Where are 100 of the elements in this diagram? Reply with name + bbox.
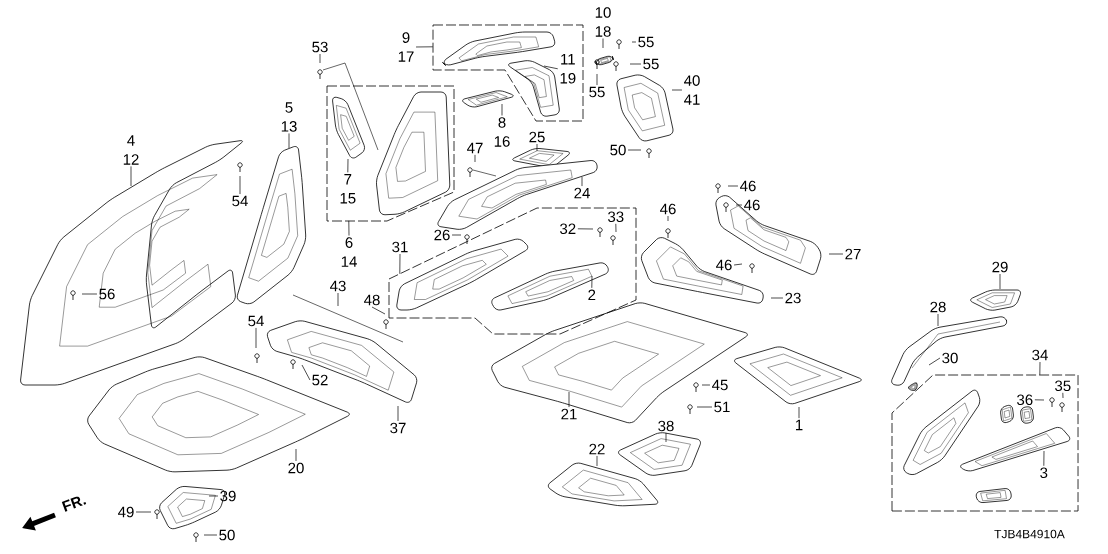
callout-number: 31 (392, 241, 408, 253)
callout-number: 36 (1017, 394, 1033, 406)
leader-line (798, 406, 800, 419)
assembly-outline (326, 85, 455, 222)
callout-number: 3 (1040, 467, 1048, 479)
leader-line (602, 38, 604, 49)
leader-line (255, 327, 257, 349)
leader-line (397, 405, 399, 422)
leader-line (937, 313, 939, 327)
callout-number: 22 (589, 443, 605, 455)
leader-line (1039, 361, 1041, 376)
callout-number: 50 (610, 144, 626, 156)
callout-number: 50 (219, 529, 235, 541)
leader-line (615, 223, 617, 233)
callout-number: 53 (312, 41, 328, 53)
callout-number: 46 (716, 259, 732, 271)
leader-line (928, 357, 941, 366)
direction-label: FR. (61, 496, 87, 512)
callout-number: 47 (467, 142, 483, 154)
callout-number: 56 (99, 288, 115, 300)
callout-number: 24 (574, 187, 590, 199)
leader-line (1062, 392, 1064, 399)
callout-number: 26 (434, 229, 450, 241)
callout-number: 45 (712, 379, 728, 391)
callout-number: 25 (529, 131, 545, 143)
callout-number: 2 (588, 289, 596, 301)
callout-number: 27 (845, 248, 861, 260)
callout-number: 49 (118, 506, 134, 518)
leader-line (474, 154, 476, 163)
callout-number: 11 19 (560, 54, 576, 84)
callout-number: 48 (364, 294, 380, 306)
diagram-code: TJB4B4910A (994, 529, 1065, 539)
leader-line (295, 448, 297, 462)
leader-line (577, 228, 594, 230)
leader-line (733, 263, 743, 266)
leader-line (371, 306, 386, 315)
callout-number: 30 (942, 352, 958, 364)
leader-line (288, 133, 290, 149)
callout-number: 1 (796, 419, 803, 431)
callout-number: 51 (714, 401, 730, 413)
leader-line (543, 65, 559, 70)
leader-line (828, 253, 844, 255)
callout-number: 55 (638, 36, 654, 48)
leader-line (135, 511, 152, 513)
callout-number: 54 (232, 195, 248, 207)
callout-number: 46 (740, 180, 756, 192)
leader-line (596, 73, 598, 86)
callout-number: 32 (560, 223, 576, 235)
callout-number: 9 17 (398, 32, 414, 62)
leader-line (665, 432, 667, 443)
leader-line (591, 275, 593, 289)
leader-line (667, 215, 669, 222)
leader-line (1034, 399, 1045, 401)
leader-line (1043, 450, 1045, 467)
leader-line (347, 158, 349, 173)
callout-number: 4 12 (123, 135, 139, 165)
callout-number: 46 (744, 199, 760, 211)
leader-line (451, 234, 462, 236)
leader-line (319, 53, 321, 64)
assembly-outline (891, 374, 1079, 512)
callout-number: 54 (248, 315, 264, 327)
leader-line (501, 103, 503, 116)
callout-number: 35 (1055, 380, 1071, 392)
callout-number: 39 (220, 490, 236, 502)
callout-number: 29 (992, 261, 1008, 273)
callout-number: 21 (561, 408, 577, 420)
callout-number: 43 (330, 280, 346, 292)
callout-number: 55 (589, 86, 605, 98)
callout-number: 8 16 (494, 117, 510, 147)
leader-line (770, 297, 784, 299)
leader-line (301, 364, 311, 381)
leader-line (208, 495, 219, 497)
leader-line (415, 46, 434, 48)
callout-number: 23 (785, 292, 801, 304)
leader-line (536, 143, 538, 152)
callout-number: 33 (608, 211, 624, 223)
leader-line (727, 185, 739, 187)
leader-line (239, 175, 241, 195)
leader-line (696, 406, 713, 408)
leader-line (735, 204, 743, 206)
leader-line (130, 166, 132, 187)
leader-line (203, 534, 218, 536)
leader-line (627, 149, 642, 151)
leader-line (671, 89, 683, 91)
callout-number: 46 (660, 203, 676, 215)
assembly-outline (388, 207, 637, 335)
leader-line (348, 220, 350, 236)
leader-line (81, 293, 98, 295)
callout-number: 5 13 (281, 102, 297, 132)
leader-line (631, 41, 637, 43)
leader-line (596, 455, 598, 467)
leader-line (581, 176, 583, 187)
leader-line (629, 63, 642, 65)
callout-number: 37 (390, 422, 406, 434)
leader-line (568, 391, 570, 408)
leader-line (999, 273, 1001, 290)
leader-line (701, 384, 711, 386)
callout-number: 52 (312, 374, 328, 386)
callout-number: 10 18 (595, 7, 611, 37)
leader-line (399, 253, 401, 275)
